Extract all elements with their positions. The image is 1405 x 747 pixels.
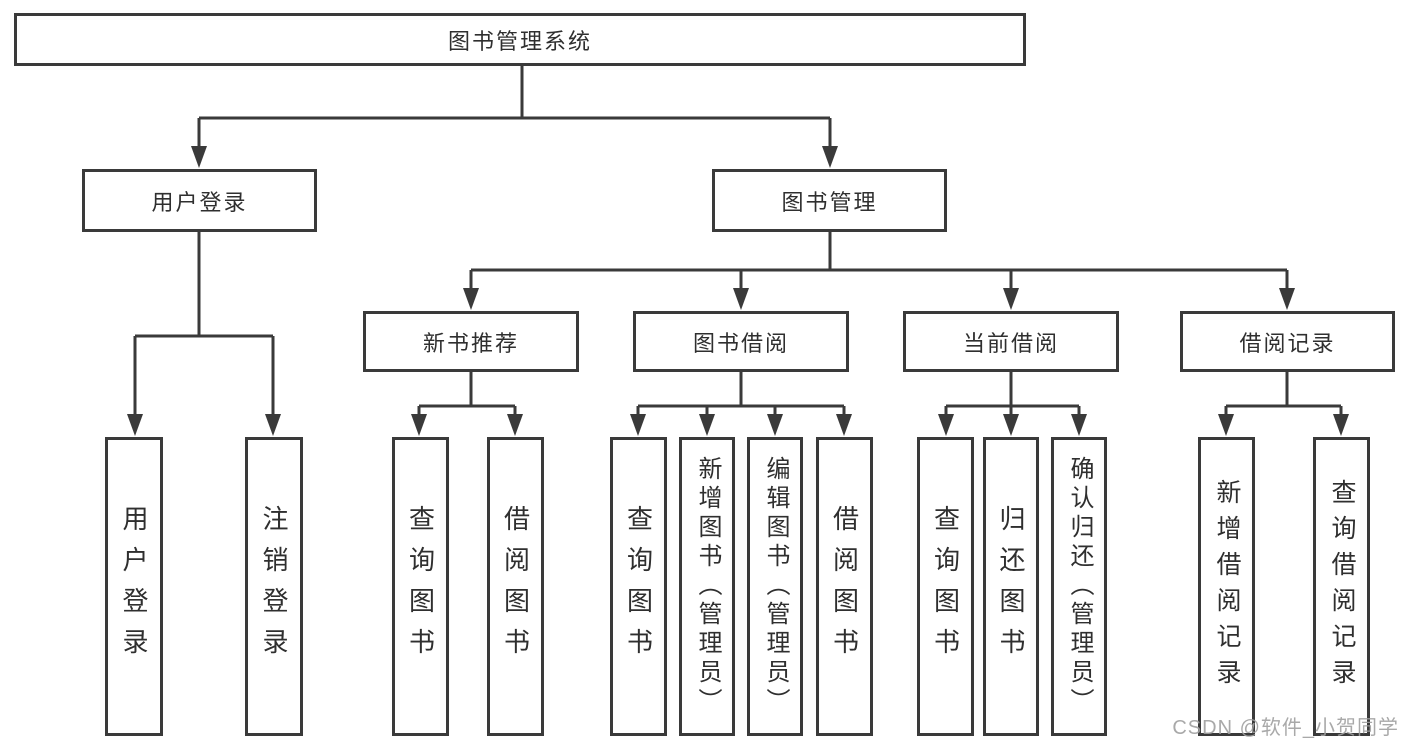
node-new-book-recommend-label: 新书推荐 [422,330,519,356]
leaf-user-login: 用户登录 [105,437,163,736]
leaf-logout: 注销登录 [245,437,303,736]
leaf-label: 查询借阅记录 [1328,478,1356,695]
node-current-borrow-label: 当前借阅 [962,330,1059,356]
node-borrow-records: 借阅记录 [1180,311,1395,372]
leaf-borrow-books-recommend: 借阅图书 [487,437,544,736]
arrowhead [411,414,427,436]
arrowhead [733,288,749,310]
arrowhead [265,414,281,436]
node-root-label: 图书管理系统 [447,28,592,54]
leaf-query-books-borrow: 查询图书 [610,437,667,736]
node-root: 图书管理系统 [14,13,1026,66]
node-current-borrow: 当前借阅 [903,311,1119,372]
leaf-add-books-admin: 新增图书（管理员） [679,437,735,736]
arrowhead [836,414,852,436]
arrowhead [699,414,715,436]
node-book-management-label: 图书管理 [781,189,878,215]
arrowhead [822,146,838,168]
leaf-query-books-current: 查询图书 [917,437,974,736]
leaf-return-books: 归还图书 [983,437,1039,736]
leaf-query-books-recommend: 查询图书 [392,437,449,736]
leaf-query-borrow-record: 查询借阅记录 [1313,437,1370,736]
arrowhead [507,414,523,436]
node-user-login-label: 用户登录 [151,189,248,215]
arrowhead [1279,288,1295,310]
leaf-label: 归还图书 [996,504,1026,669]
leaf-label: 注销登录 [259,504,289,669]
arrowhead [1003,414,1019,436]
arrowhead [463,288,479,310]
node-book-borrow-label: 图书借阅 [692,330,789,356]
node-book-borrow: 图书借阅 [633,311,849,372]
arrowhead [1003,288,1019,310]
node-new-book-recommend: 新书推荐 [363,311,579,372]
arrowhead [938,414,954,436]
node-book-management: 图书管理 [712,169,947,232]
leaf-edit-books-admin: 编辑图书（管理员） [747,437,803,736]
arrowhead [191,146,207,168]
arrowhead [1218,414,1234,436]
leaf-label: 确认归还（管理员） [1066,456,1093,717]
edge-book-mgmt-to-level3 [469,232,1289,292]
leaf-label: 新增借阅记录 [1213,478,1241,695]
leaf-add-borrow-record: 新增借阅记录 [1198,437,1255,736]
arrowhead [1071,414,1087,436]
watermark: CSDN @软件_小贺同学 [1172,717,1399,739]
leaf-label: 查询图书 [623,504,654,669]
leaf-label: 用户登录 [119,504,149,669]
arrowhead [127,414,143,436]
leaf-label: 借阅图书 [829,504,860,669]
edge-root-to-level2 [197,66,832,150]
node-user-login: 用户登录 [82,169,317,232]
arrowhead [767,414,783,436]
node-borrow-records-label: 借阅记录 [1239,330,1336,356]
edge-user-login-to-leaves [133,232,275,418]
arrowhead [1333,414,1349,436]
leaf-label: 新增图书（管理员） [694,456,721,717]
leaf-label: 查询图书 [930,504,961,669]
leaf-label: 编辑图书（管理员） [762,456,789,717]
leaf-label: 查询图书 [405,504,436,669]
leaf-confirm-return-admin: 确认归还（管理员） [1051,437,1107,736]
leaf-label: 借阅图书 [500,504,531,669]
edge-level3-to-leaves [417,372,1343,418]
leaf-borrow-books: 借阅图书 [816,437,873,736]
arrowhead [630,414,646,436]
